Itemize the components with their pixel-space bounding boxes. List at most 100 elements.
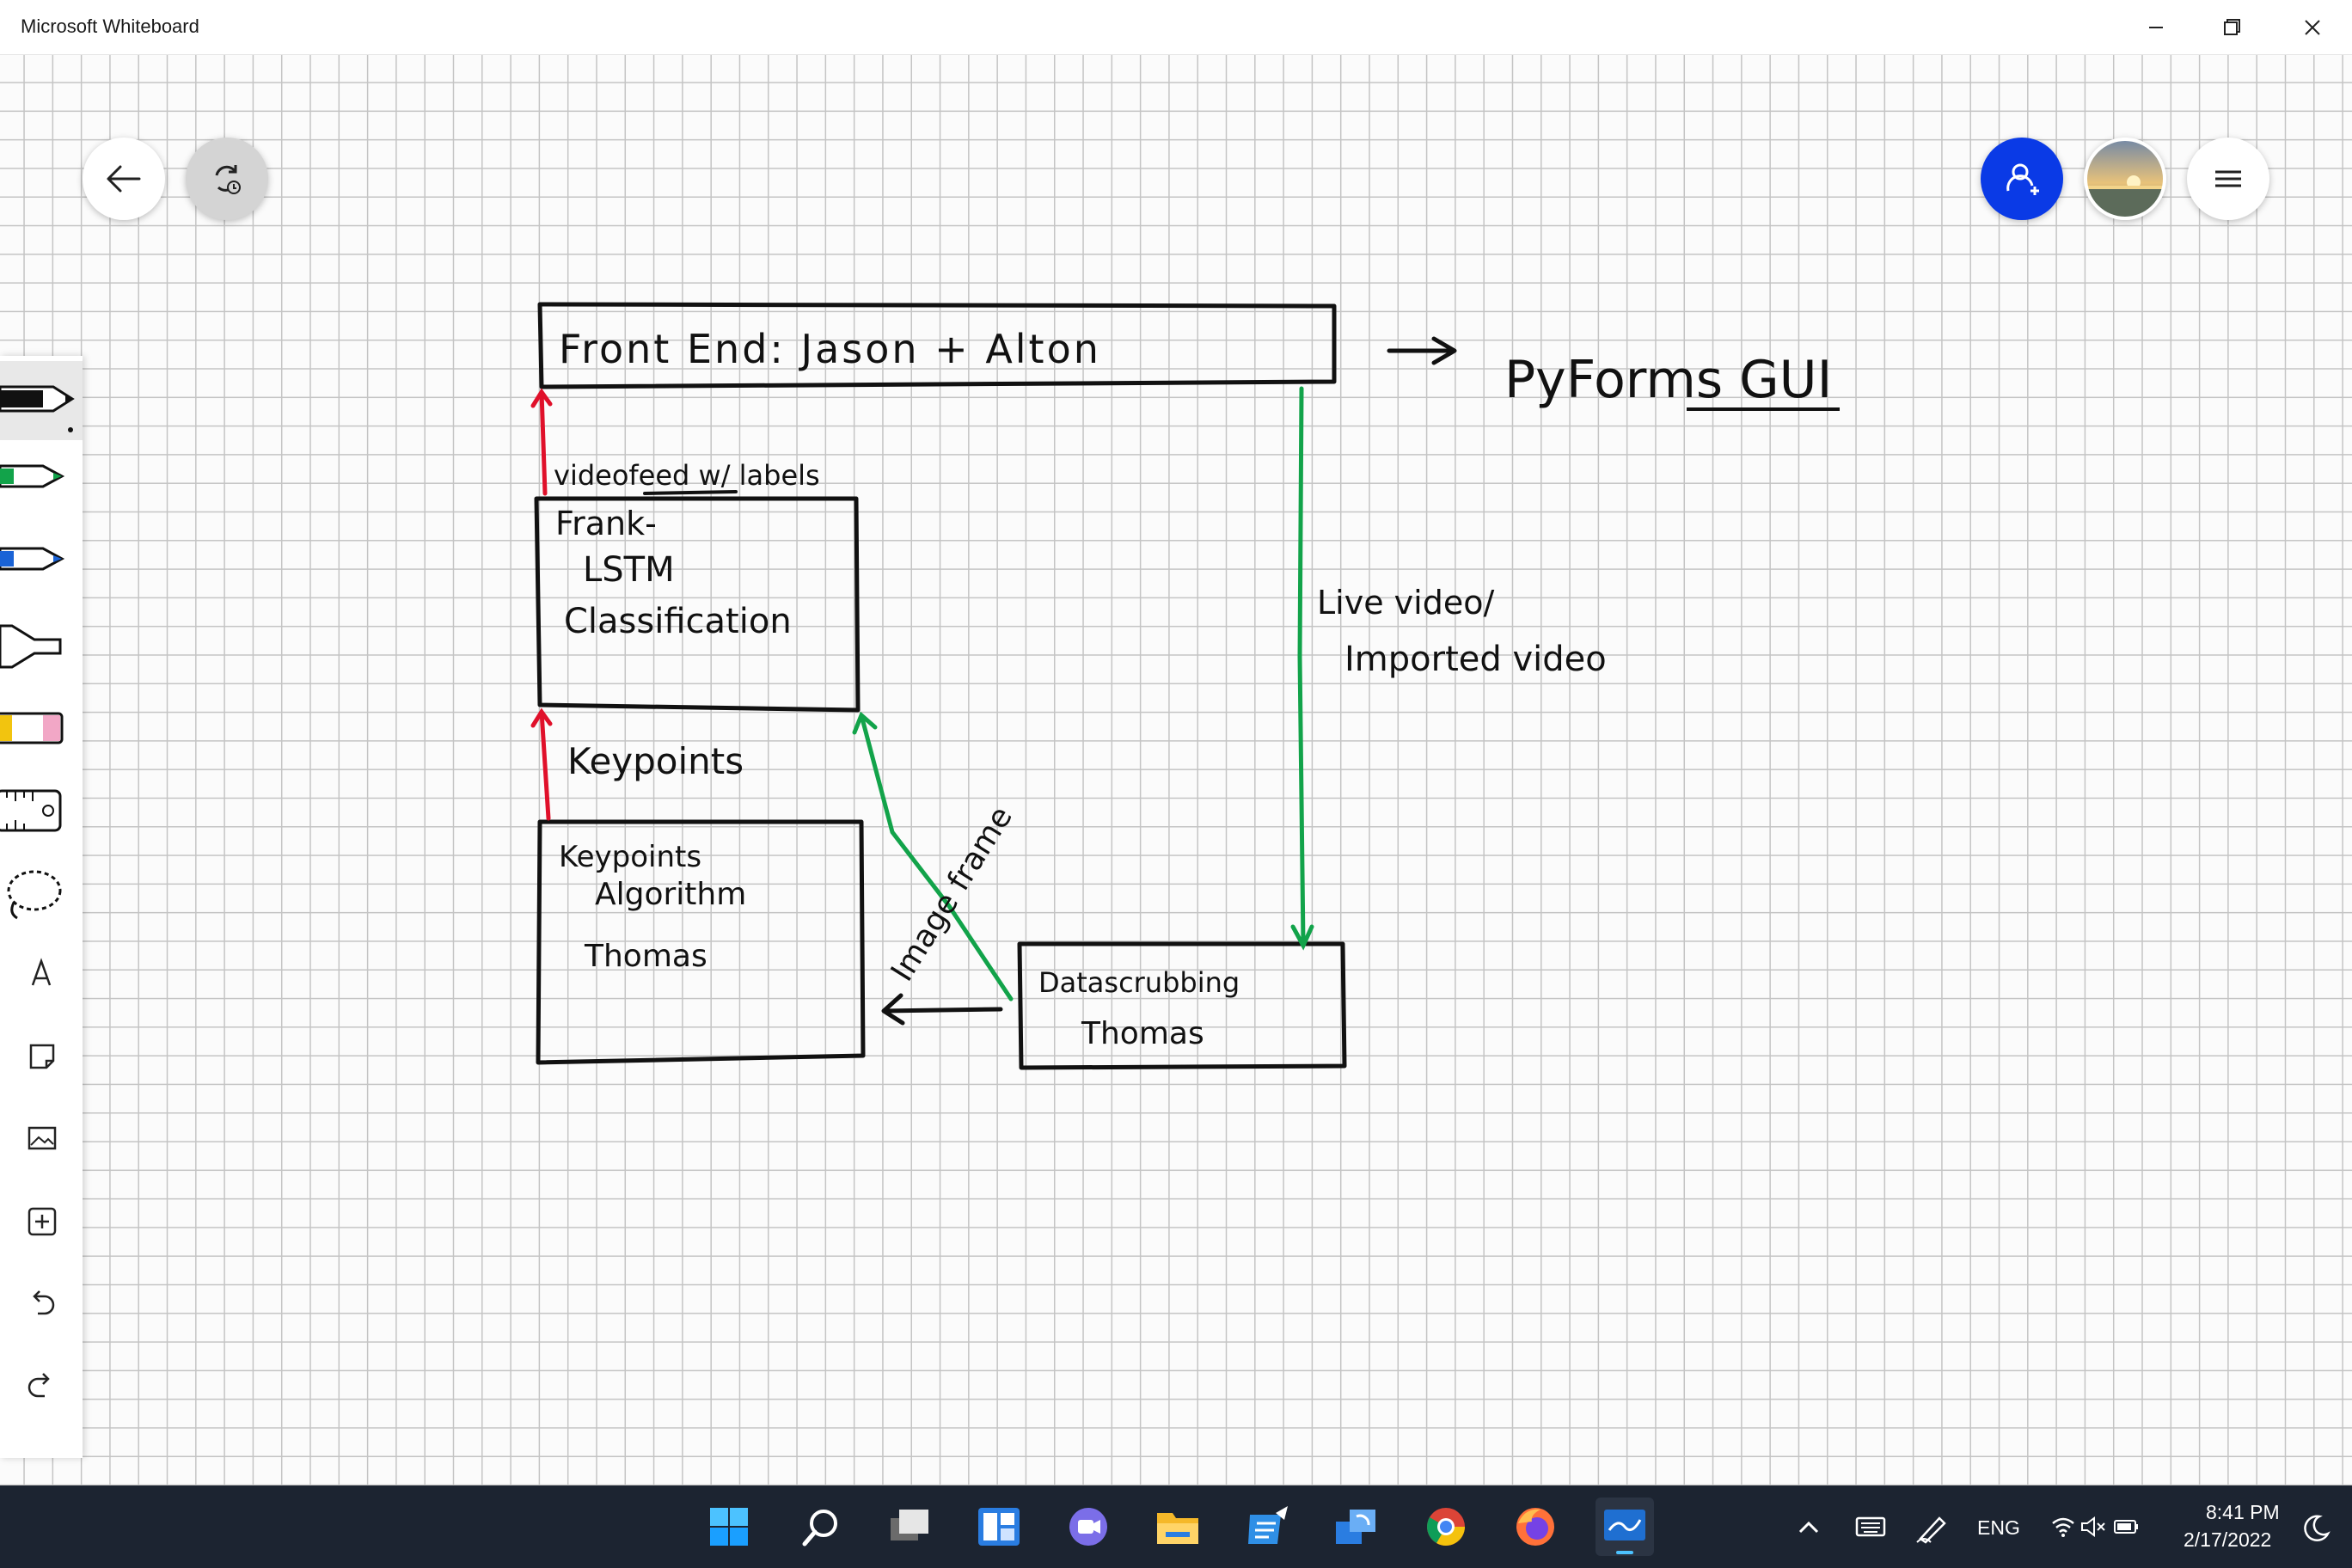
tool-redo[interactable]	[0, 1348, 83, 1427]
widgets-icon	[978, 1508, 1020, 1546]
sync-button[interactable]	[186, 138, 268, 220]
taskbar-search[interactable]	[791, 1498, 849, 1556]
datascrubbing-to-keypoints-arrow	[881, 993, 1003, 1026]
sticky-note-icon	[29, 1044, 55, 1069]
tray-date[interactable]: 2/17/2022	[2184, 1528, 2272, 1551]
taskbar-task-view[interactable]	[880, 1498, 939, 1556]
keypoints-algorithm-box	[536, 819, 866, 1065]
invite-button[interactable]	[1981, 138, 2063, 220]
taskbar-whiteboard-active[interactable]	[1596, 1498, 1654, 1556]
sync-icon	[215, 165, 241, 194]
taskbar-notes-app[interactable]	[1238, 1498, 1296, 1556]
tray-pen-menu[interactable]	[1905, 1498, 1957, 1556]
tool-eraser[interactable]	[0, 688, 83, 767]
live-video-arrow	[1290, 386, 1314, 951]
tool-ruler[interactable]	[0, 770, 83, 849]
tool-image[interactable]	[0, 1100, 83, 1179]
taskbar-teams-chat[interactable]	[1059, 1498, 1118, 1556]
ink-diagram: Front End: Jason + Alton PyForms GUI vid…	[530, 302, 1840, 1070]
datascrubbing-box	[1017, 941, 1347, 1070]
keyboard-icon	[1855, 1516, 1886, 1537]
image-icon	[28, 1126, 57, 1150]
restore-icon	[2224, 19, 2240, 35]
frank-line1: Frank-	[555, 505, 657, 542]
front-end-box	[537, 302, 1337, 389]
pyforms-arrow	[1387, 336, 1457, 365]
folder-icon	[1157, 1513, 1198, 1544]
close-icon	[2305, 20, 2320, 35]
minimize-icon	[2149, 27, 2163, 28]
tray-touch-keyboard[interactable]	[1845, 1498, 1896, 1556]
taskbar-remote-app[interactable]	[1327, 1498, 1386, 1556]
taskbar-file-explorer[interactable]	[1148, 1498, 1207, 1556]
title-bar: Microsoft Whiteboard	[0, 0, 2352, 55]
avatar-photo	[2084, 138, 2166, 220]
user-avatar[interactable]	[2084, 138, 2166, 220]
windows-logo-icon	[710, 1508, 748, 1546]
tool-pen-blue[interactable]	[0, 523, 83, 602]
tray-language[interactable]: ENG	[1977, 1516, 2020, 1539]
tool-note[interactable]	[0, 1018, 83, 1097]
pyforms-label: PyForms GUI	[1504, 350, 1832, 410]
task-view-icon	[891, 1510, 928, 1540]
front-end-label: Front End: Jason + Alton	[559, 326, 1101, 372]
search-icon	[802, 1510, 837, 1547]
pen-blue-icon	[0, 547, 65, 571]
tray-overflow-button[interactable]	[1783, 1498, 1834, 1556]
taskbar: ENG 8:41 PM 2/17/2022	[0, 1485, 2352, 1568]
inking-toolbar	[0, 356, 83, 1458]
whiteboard-canvas[interactable]: Front End: Jason + Alton PyForms GUI vid…	[0, 55, 2352, 1485]
tool-highlighter[interactable]	[0, 605, 83, 684]
highlighter-icon	[0, 624, 62, 669]
taskbar-widgets[interactable]	[970, 1498, 1028, 1556]
redo-icon	[28, 1373, 50, 1398]
keypoints-arrow-label: Keypoints	[567, 740, 744, 782]
image-frame-label: Image frame	[885, 800, 1020, 988]
window-title: Microsoft Whiteboard	[21, 15, 199, 37]
keypoints-box-line2: Algorithm	[595, 877, 746, 912]
tray-notifications[interactable]	[2290, 1498, 2342, 1556]
tool-text[interactable]	[0, 935, 83, 1014]
eraser-icon	[0, 712, 64, 744]
ruler-icon	[0, 789, 62, 832]
live-video-line1: Live video/	[1317, 584, 1494, 622]
add-person-icon	[2006, 163, 2039, 195]
pen-menu-icon	[1916, 1516, 1946, 1544]
datascrubbing-line2: Thomas	[1081, 1016, 1204, 1051]
image-frame-arrow	[852, 711, 1014, 1001]
tray-quick-settings[interactable]	[2041, 1498, 2144, 1556]
restore-button[interactable]	[2206, 9, 2257, 46]
remote-desktop-icon	[1336, 1510, 1375, 1544]
tool-pen-green[interactable]	[0, 440, 83, 519]
back-arrow-icon	[107, 165, 141, 193]
network-volume-battery-icons	[2052, 1516, 2138, 1537]
insert-plus-icon	[28, 1207, 57, 1236]
chevron-up-icon	[1798, 1521, 1819, 1534]
frank-line2: LSTM	[583, 550, 675, 590]
taskbar-firefox[interactable]	[1506, 1498, 1565, 1556]
tray-time[interactable]: 8:41 PM	[2206, 1501, 2280, 1523]
videofeed-label: videofeed w/ labels	[554, 459, 820, 492]
chrome-icon	[1427, 1508, 1465, 1546]
minimize-button[interactable]	[2130, 9, 2182, 46]
frank-lstm-box	[534, 496, 861, 713]
keypoints-arrow	[530, 707, 553, 821]
lasso-icon	[7, 870, 62, 920]
menu-button[interactable]	[2187, 138, 2269, 220]
text-icon	[31, 958, 52, 986]
start-button[interactable]	[700, 1498, 758, 1556]
close-button[interactable]	[2287, 9, 2338, 46]
back-button[interactable]	[83, 138, 165, 220]
datascrubbing-line1: Datascrubbing	[1038, 966, 1240, 999]
do-not-disturb-moon-icon	[2304, 1515, 2331, 1542]
chat-icon	[1069, 1508, 1107, 1546]
frank-line3: Classification	[564, 602, 792, 641]
tool-lasso[interactable]	[0, 853, 83, 932]
firefox-icon	[1516, 1508, 1554, 1546]
tool-undo[interactable]	[0, 1265, 83, 1344]
tool-insert[interactable]	[0, 1183, 83, 1262]
tool-pen-black[interactable]	[0, 361, 83, 440]
taskbar-chrome[interactable]	[1417, 1498, 1475, 1556]
pen-green-icon	[0, 464, 65, 488]
live-video-line2: Imported video	[1344, 640, 1607, 679]
